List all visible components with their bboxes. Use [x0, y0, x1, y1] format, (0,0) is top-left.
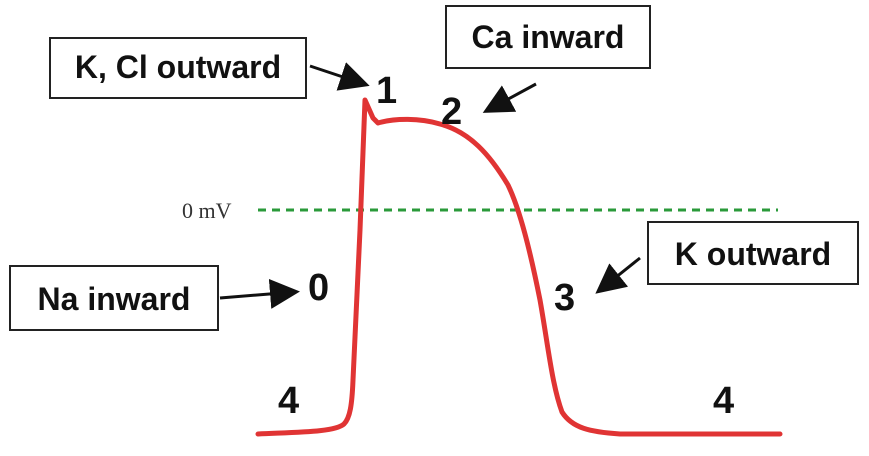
arrow-phase0 — [219, 278, 300, 309]
label-phase2-text: Ca inward — [472, 19, 625, 55]
label-phase1-box: K, Cl outward — [49, 37, 307, 99]
arrow-phase2 — [482, 82, 537, 113]
label-phase2-box: Ca inward — [445, 5, 651, 69]
label-phase3-text: K outward — [675, 236, 831, 272]
label-phase0-text: Na inward — [38, 281, 191, 317]
phase-4-right-number: 4 — [713, 380, 734, 422]
phase-4-left-number: 4 — [278, 380, 299, 422]
phase-1-number: 1 — [376, 70, 397, 112]
label-phase0-box: Na inward — [9, 265, 219, 331]
label-phase1-text: K, Cl outward — [75, 49, 281, 85]
phase-2-number: 2 — [441, 91, 462, 133]
label-phase3-box: K outward — [647, 221, 859, 285]
action-potential-trace — [255, 97, 783, 437]
arrow-phase1 — [309, 62, 370, 91]
phase-0-number: 0 — [308, 267, 329, 309]
arrow-phase3 — [595, 256, 641, 294]
phase-3-number: 3 — [554, 277, 575, 319]
zero-mv-label: 0 mV — [182, 198, 232, 223]
